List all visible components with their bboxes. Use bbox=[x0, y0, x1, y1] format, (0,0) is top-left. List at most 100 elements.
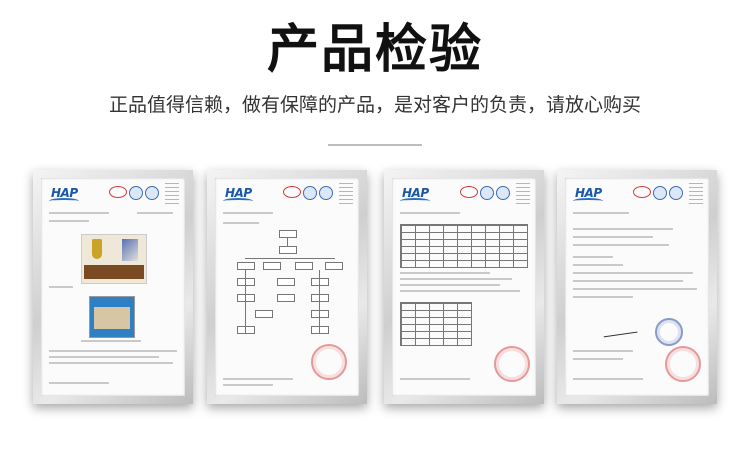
flowchart-node bbox=[295, 262, 313, 270]
cma-mark-icon bbox=[633, 186, 651, 198]
certificate-document: HAP bbox=[392, 178, 536, 396]
hap-logo: HAP bbox=[575, 186, 602, 200]
hap-logo: HAP bbox=[225, 186, 252, 200]
red-seal-stamp bbox=[494, 346, 530, 382]
divider bbox=[328, 144, 422, 146]
text-line bbox=[573, 296, 633, 298]
text-line bbox=[573, 212, 629, 214]
test-results-table bbox=[400, 224, 528, 268]
hap-swoosh-icon bbox=[223, 198, 253, 204]
text-line bbox=[573, 280, 683, 282]
flowchart-node bbox=[325, 262, 343, 270]
ilac-mark-icon bbox=[129, 186, 143, 200]
text-line bbox=[223, 222, 259, 224]
flowchart-node bbox=[279, 230, 297, 238]
test-results-table bbox=[400, 302, 472, 346]
hap-logo: HAP bbox=[402, 186, 429, 200]
text-line bbox=[49, 362, 173, 364]
ilac-mark-icon bbox=[480, 186, 494, 200]
ilac-mark-icon bbox=[303, 186, 317, 200]
cma-mark-icon bbox=[283, 186, 301, 198]
sample-photo bbox=[89, 296, 135, 338]
product-photo bbox=[81, 234, 147, 284]
cnas-mark-icon bbox=[319, 186, 333, 200]
report-id-text bbox=[339, 183, 353, 205]
hap-swoosh-icon bbox=[573, 198, 603, 204]
text-line bbox=[400, 212, 460, 214]
page-subtitle: 正品值得信赖，做有保障的产品，是对客户的负责，请放心购买 bbox=[108, 94, 641, 116]
flowchart-node bbox=[311, 294, 329, 302]
vase-icon bbox=[92, 239, 102, 259]
text-line bbox=[573, 350, 633, 352]
certificate-frame-3: HAP bbox=[384, 170, 544, 404]
flowchart-node bbox=[277, 294, 295, 302]
text-line bbox=[223, 384, 273, 386]
blue-seal-stamp bbox=[655, 318, 683, 346]
cnas-mark-icon bbox=[145, 186, 159, 200]
flowchart-edge bbox=[319, 270, 320, 334]
certificate-frame-4: HAP bbox=[557, 170, 717, 404]
text-line bbox=[400, 284, 500, 286]
text-line bbox=[400, 290, 520, 292]
flowchart-node bbox=[255, 310, 273, 318]
text-line bbox=[573, 358, 623, 360]
certificate-frame-1: HAP bbox=[33, 170, 193, 404]
cnas-mark-icon bbox=[669, 186, 683, 200]
text-line bbox=[49, 220, 89, 222]
flowchart-node bbox=[311, 310, 329, 318]
text-line bbox=[573, 228, 673, 230]
text-line bbox=[573, 272, 693, 274]
tv-cabinet-icon bbox=[84, 265, 144, 279]
text-line bbox=[573, 244, 669, 246]
signature bbox=[602, 323, 638, 338]
flowchart-node bbox=[263, 262, 281, 270]
text-line bbox=[223, 212, 273, 214]
text-line bbox=[400, 378, 470, 380]
flowchart-node bbox=[277, 278, 295, 286]
text-line bbox=[573, 264, 623, 266]
flowchart-node bbox=[311, 278, 329, 286]
text-line bbox=[81, 340, 141, 342]
cma-mark-icon bbox=[460, 186, 478, 198]
text-line bbox=[400, 278, 512, 280]
text-line bbox=[49, 212, 109, 214]
text-line bbox=[573, 236, 653, 238]
flowchart-node bbox=[279, 246, 297, 254]
text-line bbox=[573, 288, 697, 290]
red-seal-stamp bbox=[665, 346, 701, 382]
text-line bbox=[49, 382, 109, 384]
flowchart-node bbox=[237, 262, 255, 270]
flowchart-node bbox=[311, 326, 329, 334]
wall-art-icon bbox=[122, 239, 138, 261]
report-id-text bbox=[516, 183, 530, 205]
text-line bbox=[49, 286, 73, 288]
hap-logo: HAP bbox=[51, 186, 78, 200]
cma-mark-icon bbox=[109, 186, 127, 198]
sample-board-icon bbox=[94, 307, 130, 329]
flowchart-edge bbox=[287, 238, 288, 246]
certificate-document: HAP bbox=[41, 178, 185, 396]
flowchart-node bbox=[237, 294, 255, 302]
text-line bbox=[49, 356, 159, 358]
text-line bbox=[137, 212, 173, 214]
certificate-document: HAP bbox=[215, 178, 359, 396]
text-line bbox=[573, 378, 643, 380]
report-id-text bbox=[165, 183, 179, 205]
cnas-mark-icon bbox=[496, 186, 510, 200]
page-title: 产品检验 bbox=[266, 20, 483, 80]
text-line bbox=[573, 256, 613, 258]
red-seal-stamp bbox=[311, 344, 347, 380]
report-id-text bbox=[689, 183, 703, 205]
certificate-document: HAP bbox=[565, 178, 709, 396]
hap-swoosh-icon bbox=[400, 198, 430, 204]
hap-swoosh-icon bbox=[49, 198, 79, 204]
certificate-frame-2: HAP bbox=[207, 170, 367, 404]
text-line bbox=[223, 378, 293, 380]
text-line bbox=[400, 272, 490, 274]
text-line bbox=[49, 350, 177, 352]
flowchart-node bbox=[237, 326, 255, 334]
ilac-mark-icon bbox=[653, 186, 667, 200]
flowchart-edge bbox=[245, 258, 335, 259]
flowchart-edge bbox=[245, 270, 246, 334]
flowchart-node bbox=[237, 278, 255, 286]
